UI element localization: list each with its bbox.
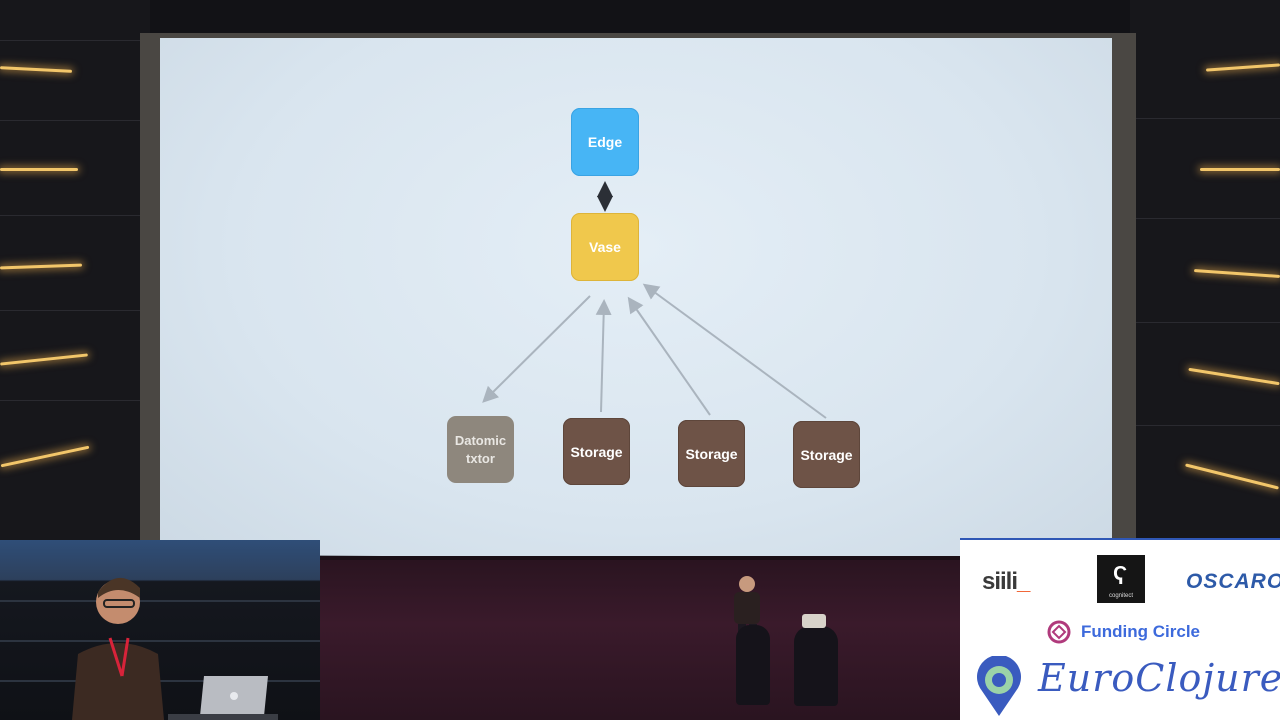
wall-panel-line [0, 40, 150, 41]
speaker-camera-inset [0, 540, 320, 720]
lectern [736, 625, 770, 705]
storage-node-label: Storage [570, 443, 623, 460]
left-wall [0, 0, 150, 560]
storage-node-label: Storage [800, 446, 853, 463]
wall-panel-line [0, 310, 150, 311]
siili-logo-text: siili [982, 568, 1018, 595]
wall-panel-line [1130, 218, 1280, 219]
wall-panel-line [0, 120, 150, 121]
laptop [168, 676, 278, 720]
storage-node: Storage [793, 421, 860, 488]
wall-light [0, 445, 90, 468]
wall-panel-line [1130, 118, 1280, 119]
wall-light [0, 168, 78, 171]
edge-node-label: Edge [587, 134, 623, 150]
wall-light [1188, 367, 1280, 386]
wall-light [0, 66, 73, 73]
funding-circle-logo-text: Funding Circle [1081, 622, 1200, 641]
wall-light [1194, 269, 1280, 278]
wall-panel-line [1130, 425, 1280, 426]
wall-panel-line [1130, 322, 1280, 323]
siili-logo: siili_ [982, 568, 1030, 596]
side-table [794, 626, 838, 706]
speaker-closeup [72, 577, 164, 720]
inset-stripe [0, 600, 320, 602]
vase-node: Vase [571, 213, 639, 281]
water-bottles [802, 614, 826, 628]
wall-light [0, 263, 83, 270]
right-wall [1130, 0, 1280, 560]
funding-circle-logo: Funding Circle [1081, 622, 1200, 642]
siili-underscore: _ [1017, 568, 1030, 595]
storage-node: Storage [678, 420, 745, 487]
cognitect-logo-text: cognitect [1108, 593, 1133, 599]
edge-node: Edge [571, 108, 639, 176]
inset-stripe [0, 640, 320, 642]
datomic-label-line2: txtor [466, 450, 495, 466]
datomic-node-label: Datomic txtor [455, 432, 506, 468]
euroclojure-logo: EuroClojure [1038, 656, 1280, 700]
wall-panel-line [0, 400, 150, 401]
vase-node-label: Vase [589, 239, 621, 255]
cognitect-glyph-icon: Ҁ [1113, 563, 1128, 585]
wall-light [1185, 463, 1279, 490]
wall-light [1205, 63, 1280, 72]
wall-panel-line [0, 215, 150, 216]
wall-light [0, 353, 88, 366]
funding-circle-icon [1047, 620, 1071, 644]
wall-light [1200, 168, 1280, 171]
storage-node-label: Storage [685, 445, 738, 462]
oscaro-logo: OSCARO [1186, 570, 1280, 594]
datomic-label-line1: Datomic [454, 432, 507, 448]
euroclojure-logo-text: EuroClojure [1038, 656, 1280, 700]
oscaro-logo-text: OSCARO [1186, 570, 1280, 593]
euroclojure-pin-icon [977, 656, 1021, 716]
datomic-txtor-node: Datomic txtor [447, 416, 514, 483]
cognitect-logo: Ҁ cognitect [1097, 555, 1145, 603]
stage-floor [320, 560, 960, 720]
storage-node: Storage [563, 418, 630, 485]
